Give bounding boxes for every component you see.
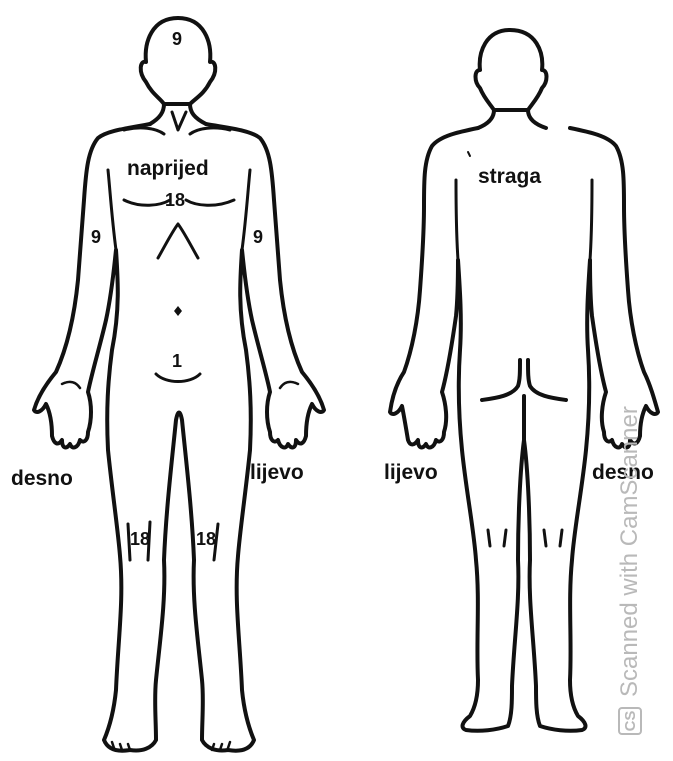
front-collarbones [124,112,230,134]
back-head [476,30,547,110]
front-head-number: 9 [172,30,182,48]
front-right-side-label: desno [11,468,73,489]
back-buttocks [482,360,566,440]
back-left-side-label: lijevo [384,462,438,483]
back-neck [478,110,546,128]
front-left-leg-number: 18 [196,530,216,548]
camscanner-logo-icon: CS [618,707,642,735]
front-neck [150,104,206,124]
back-view-label: straga [478,166,541,187]
back-knee-marks [488,530,562,546]
back-inner-arm-lines [456,180,592,260]
front-view-label: naprijed [127,158,209,179]
front-body-outline [34,124,324,751]
front-left-arm-number: 9 [253,228,263,246]
front-right-leg-number: 18 [130,530,150,548]
watermark-text: Scanned with CamScanner [616,406,644,697]
front-right-arm-number: 9 [91,228,101,246]
scanner-watermark: CS Scanned with CamScanner [610,375,650,735]
front-groin-line [156,374,200,382]
back-mark [468,152,470,156]
front-chest-number: 18 [165,191,185,209]
front-genital-number: 1 [172,352,182,370]
front-abdomen-lines [158,224,198,258]
front-toe-marks [112,742,230,750]
front-navel [174,306,182,316]
front-left-side-label: lijevo [250,462,304,483]
front-figure [34,18,324,751]
front-inner-arm-lines [108,170,250,250]
